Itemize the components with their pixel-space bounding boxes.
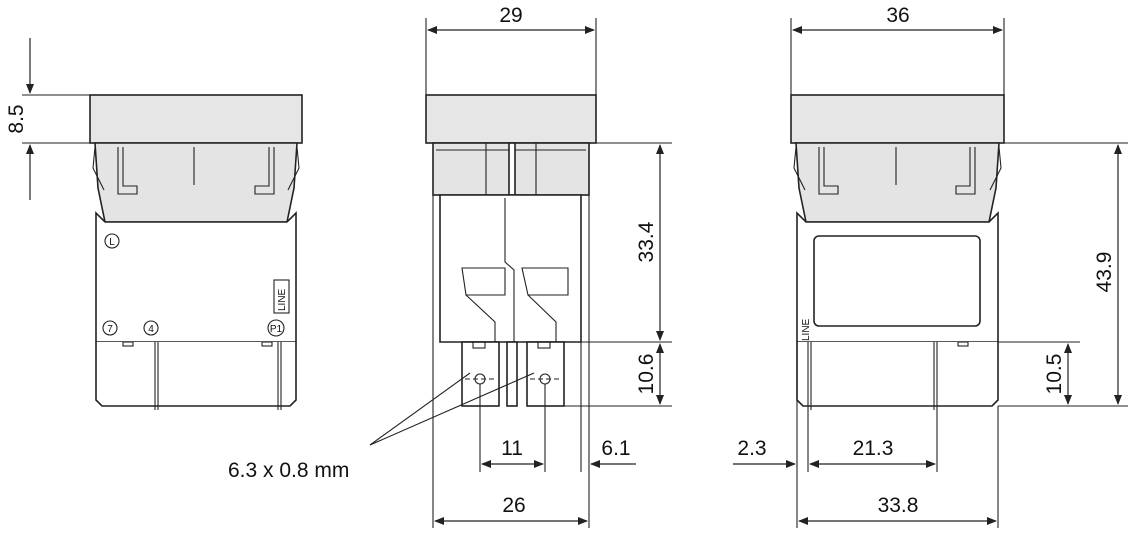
- clip-right-b: [989, 146, 1002, 191]
- leader-b: [369, 372, 535, 446]
- terminal-spec: 6.3 x 0.8 mm: [228, 459, 349, 482]
- block-split: [504, 198, 515, 342]
- lower-left: [95, 342, 297, 407]
- cap-right: [790, 94, 1005, 144]
- mark-line-side: LINE: [801, 318, 812, 341]
- view-middle: 29 33.4 10.6 11 6.1 26 6.3 x 0.8 mm: [228, 4, 672, 528]
- notch-left-a: [122, 341, 134, 347]
- hook-right-b: [955, 147, 976, 195]
- clip-right-a: [793, 146, 806, 191]
- dim-6-1: 6.1: [601, 437, 630, 460]
- mark-4: 4: [148, 324, 154, 335]
- cap-middle: [425, 94, 597, 144]
- dim-10-6: 10.6: [635, 354, 658, 395]
- dim-26: 26: [502, 494, 525, 517]
- dim-33-4: 33.4: [635, 221, 658, 262]
- mark-line: LINE: [277, 288, 288, 311]
- dim-33-8: 33.8: [878, 494, 919, 517]
- mark-l: L: [109, 237, 115, 248]
- clip-left-a: [92, 146, 105, 191]
- lower-right: [796, 342, 999, 407]
- view-left: L 7 4 P1 LINE 8.5: [5, 38, 303, 410]
- hook-left-a: [117, 147, 138, 195]
- body-left: [95, 211, 297, 343]
- view-right: LINE 36 43.9 10.5 2.3 21.3 33.8: [733, 4, 1128, 528]
- dim-8-5: 8.5: [5, 104, 28, 133]
- dim-21-3: 21.3: [853, 437, 894, 460]
- mark-7: 7: [107, 324, 113, 335]
- notch-left-b: [261, 341, 273, 347]
- dim-10-5: 10.5: [1043, 354, 1066, 395]
- skirt-left: [94, 142, 298, 223]
- skirt-right: [795, 142, 1000, 223]
- mark-7-circle: [102, 320, 118, 336]
- block-slot-a: [461, 267, 506, 296]
- center-post: [508, 142, 516, 196]
- mark-l-circle: [104, 233, 120, 249]
- notch-right: [957, 341, 969, 347]
- block-flare-b: [527, 294, 557, 342]
- mark-4-circle: [143, 320, 159, 336]
- mark-p1-circle: [267, 319, 285, 337]
- terminal-middle-a-tab: [472, 341, 486, 349]
- block-slot-b: [521, 267, 569, 296]
- dim-2-3: 2.3: [737, 437, 766, 460]
- hook-left-b: [254, 147, 275, 195]
- terminal-middle-b-tab: [537, 341, 551, 349]
- cap-left: [89, 94, 303, 144]
- dim-43-9: 43.9: [1093, 252, 1116, 293]
- dim-29: 29: [499, 4, 522, 27]
- hook-right-a: [818, 147, 839, 195]
- line-box: [273, 279, 290, 314]
- dim-36: 36: [886, 4, 909, 27]
- mark-p1: P1: [270, 324, 283, 335]
- leader-a: [369, 372, 471, 446]
- clip-left-b: [287, 146, 300, 191]
- block-flare-a: [465, 294, 496, 342]
- window-right: [813, 235, 981, 327]
- terminal-middle-c: [506, 341, 518, 407]
- dim-11: 11: [501, 437, 523, 460]
